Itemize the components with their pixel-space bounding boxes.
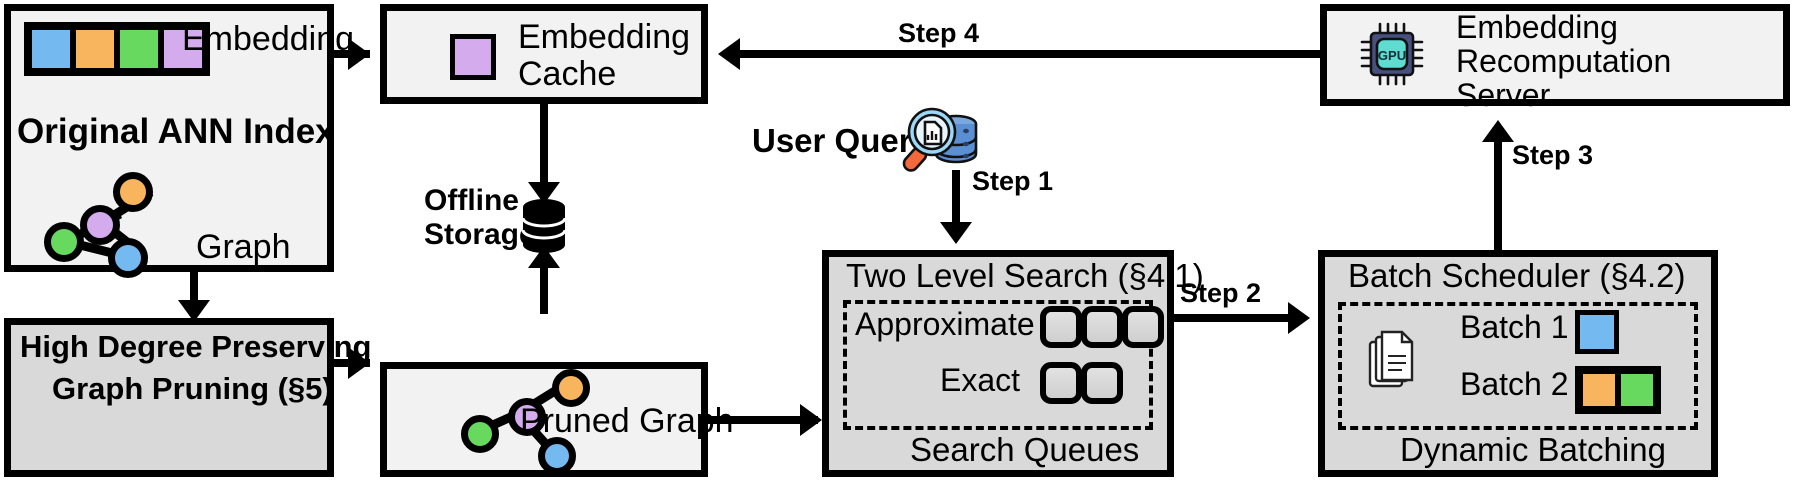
two-level-search-title: Two Level Search (§4.1) bbox=[846, 257, 1204, 294]
pruned-node-blue bbox=[538, 437, 576, 475]
embedding-label: Embedding bbox=[182, 20, 355, 58]
recomputation-server-line1: Embedding bbox=[1456, 9, 1618, 45]
step-3-label: Step 3 bbox=[1512, 140, 1594, 170]
pruned-node-purple bbox=[508, 398, 546, 436]
high-degree-pruning-box bbox=[4, 318, 334, 477]
arrow-head-index-to-cache bbox=[348, 38, 370, 70]
documents-icon bbox=[1368, 330, 1414, 388]
embedding-cell-green bbox=[117, 27, 161, 71]
embedding-cache-box bbox=[380, 4, 708, 104]
step-2-label: Step 2 bbox=[1180, 278, 1262, 308]
embedding-cache-swatch bbox=[450, 34, 496, 80]
arrow-head-index-to-pruning bbox=[178, 300, 210, 322]
approximate-queue-slot[interactable] bbox=[1040, 306, 1082, 348]
exact-queue-slot[interactable] bbox=[1081, 362, 1123, 404]
arrow-line-prunedgraph-to-storage bbox=[540, 250, 548, 314]
offline-storage-label-line2: Storage bbox=[424, 218, 536, 251]
graph-node-orange bbox=[113, 172, 153, 212]
arrow-line-cache-to-storage bbox=[540, 104, 548, 192]
arrow-head-search-to-scheduler bbox=[1288, 302, 1310, 334]
exact-row-label: Exact bbox=[940, 362, 1021, 398]
embedding-cell-purple bbox=[161, 27, 205, 71]
batch-1-label: Batch 1 bbox=[1460, 309, 1569, 345]
step-4-label: Step 4 bbox=[898, 18, 980, 48]
batch-scheduler-title: Batch Scheduler (§4.2) bbox=[1348, 257, 1686, 294]
embedding-cell-blue bbox=[29, 27, 73, 71]
arrow-line-prunedgraph-to-search bbox=[708, 416, 818, 424]
pruned-node-green bbox=[461, 415, 499, 453]
arrow-line-server-to-cache bbox=[740, 50, 1320, 58]
svg-text:GPU: GPU bbox=[1378, 48, 1406, 63]
arrow-head-cache-to-storage bbox=[528, 182, 560, 204]
arrow-head-scheduler-to-server bbox=[1482, 120, 1514, 142]
graph-label: Graph bbox=[196, 228, 291, 266]
approximate-queue-slot[interactable] bbox=[1081, 306, 1123, 348]
dynamic-batching-footer: Dynamic Batching bbox=[1400, 431, 1666, 468]
arrow-head-query-to-search bbox=[940, 222, 972, 244]
batch-2-swatch-green bbox=[1618, 371, 1656, 409]
arrow-head-prunedgraph-to-storage bbox=[528, 246, 560, 268]
arrow-line-query-to-search bbox=[952, 170, 960, 232]
gpu-chip-icon: GPU bbox=[1360, 22, 1424, 86]
approximate-queue-slot[interactable] bbox=[1122, 306, 1164, 348]
recomputation-server-line2: Recomputation bbox=[1456, 43, 1672, 79]
original-ann-index-title: Original ANN Index bbox=[17, 112, 335, 151]
embedding-cache-label-line1: Embedding bbox=[518, 18, 691, 56]
search-queues-footer: Search Queues bbox=[910, 431, 1140, 468]
batch-2-swatches bbox=[1575, 366, 1661, 414]
arrow-head-pruning-to-prunedgraph bbox=[348, 347, 370, 379]
batch-2-label: Batch 2 bbox=[1460, 366, 1569, 402]
batch-2-swatch-orange bbox=[1580, 371, 1618, 409]
step-1-label: Step 1 bbox=[972, 166, 1054, 196]
high-degree-pruning-line1: High Degree Preserving bbox=[20, 329, 372, 364]
graph-node-purple bbox=[80, 205, 120, 245]
arrow-head-prunedgraph-to-search bbox=[800, 404, 822, 436]
exact-queue-slot[interactable] bbox=[1040, 362, 1082, 404]
offline-storage-label-line1: Offline bbox=[424, 184, 519, 217]
arrow-line-search-to-scheduler bbox=[1174, 314, 1304, 322]
recomputation-server-line3: Server bbox=[1456, 77, 1551, 113]
graph-node-green bbox=[44, 222, 84, 262]
arrow-line-index-to-pruning bbox=[190, 272, 198, 310]
pruned-node-orange bbox=[552, 369, 590, 407]
embedding-vector-swatches bbox=[24, 22, 210, 76]
batch-1-swatch-blue bbox=[1575, 310, 1619, 354]
high-degree-pruning-line2: Graph Pruning (§5) bbox=[52, 371, 333, 406]
pruned-graph-label-visible: Pruned Graph bbox=[520, 402, 734, 440]
graph-node-blue bbox=[108, 238, 148, 278]
search-database-icon bbox=[902, 107, 978, 172]
embedding-cell-orange bbox=[73, 27, 117, 71]
dynamic-batching-dashed-region bbox=[1338, 302, 1698, 430]
arrow-head-server-to-cache bbox=[718, 38, 740, 70]
arrow-line-scheduler-to-server bbox=[1494, 128, 1502, 250]
search-queues-dashed-region bbox=[843, 300, 1153, 430]
approximate-row-label: Approximate bbox=[855, 306, 1035, 342]
embedding-cache-label-line2: Cache bbox=[518, 55, 617, 93]
